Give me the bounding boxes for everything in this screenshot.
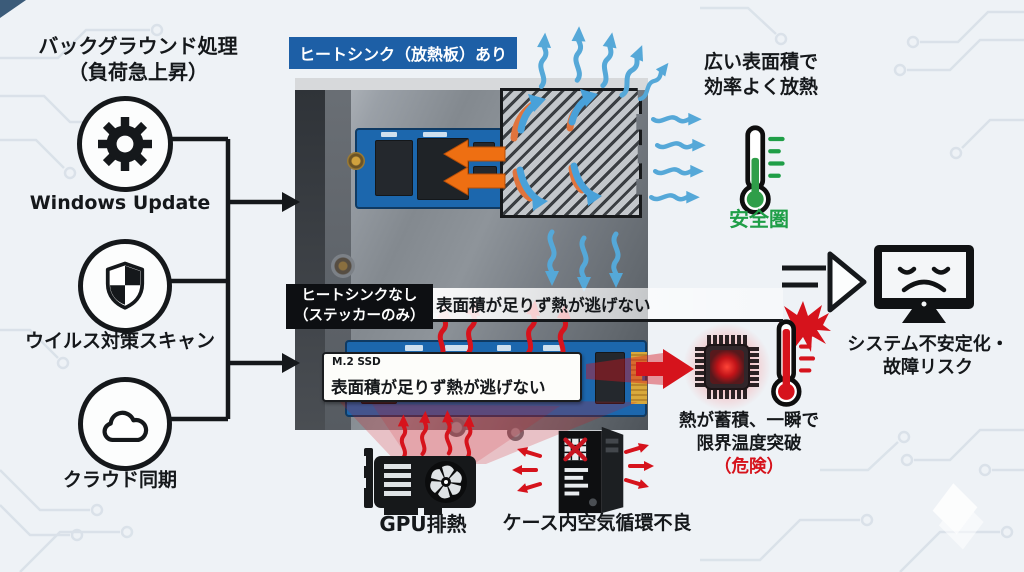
burst-icon	[775, 301, 831, 352]
heat-dissipation-benefit: 広い表面積で 効率よく放熱	[686, 50, 836, 99]
heat-transfer-arrow-icon	[443, 139, 506, 196]
overheated-chip-icon	[683, 323, 771, 411]
heat-accumulation-text: 熱が蓄積、一瞬で 限界温度突破 （危険）	[652, 410, 846, 478]
screw	[331, 254, 355, 278]
no-heatsink-badge-line2: （ステッカーのみ）	[294, 307, 425, 324]
outcome-line2: 故障リスク	[883, 357, 973, 379]
result-arrow-icon	[782, 251, 867, 313]
cool-air-arrows	[534, 26, 705, 292]
no-heatsink-caption: 表面積が足りず熱が逃げない	[430, 288, 783, 322]
cloud-icon	[102, 410, 149, 443]
windows-update-label: Windows Update	[29, 192, 211, 214]
case-airflow-label: ケース内空気循環不良	[502, 512, 692, 534]
result-line3-danger: （危険）	[714, 456, 784, 477]
left-panel-title: バックグラウンド処理 （負荷急上昇）	[8, 33, 268, 85]
left-title-line2: （負荷急上昇）	[68, 60, 208, 84]
gpu-heat-cone	[336, 398, 638, 464]
screw	[507, 424, 524, 441]
danger-thermometer-icon	[771, 319, 816, 407]
gpu-card-icon	[362, 448, 476, 515]
safe-zone-label: 安全圏	[729, 207, 789, 231]
virus-scan-label: ウイルス対策スキャン	[24, 330, 215, 352]
ssd-sticker-label: M.2 SSD 表面積が足りず熱が逃げない	[322, 352, 582, 402]
panel-top-strip	[295, 78, 648, 90]
sad-computer-icon	[874, 245, 974, 323]
heat-arrow-icon	[636, 349, 694, 389]
heatsink-airflow-arrows	[510, 94, 596, 204]
flow-arrowhead-icon	[282, 353, 300, 373]
shield-icon	[105, 261, 145, 310]
cloud-sync-circle	[78, 377, 172, 471]
heatsink-badge: ヒートシンク（放熱板）あり	[289, 37, 518, 69]
flow-connector-lines	[160, 136, 282, 422]
panel-edge-column	[295, 78, 325, 430]
no-heatsink-badge: ヒートシンクなし （ステッカーのみ）	[286, 284, 433, 330]
system-risk-label: システム不安定化・ 故障リスク	[836, 333, 1020, 380]
gear-icon	[98, 117, 152, 171]
virus-scan-circle	[78, 239, 172, 333]
left-title-line1: バックグラウンド処理	[38, 34, 238, 58]
ssd-sticker-title: M.2 SSD	[332, 356, 381, 368]
benefit-line2: 効率よく放熱	[703, 75, 818, 98]
result-line2: 限界温度突破	[696, 433, 802, 454]
benefit-line1: 広い表面積で	[703, 51, 818, 73]
safe-thermometer-icon	[739, 125, 785, 215]
flow-arrowhead-icon	[282, 192, 300, 212]
screw	[447, 418, 466, 437]
windows-update-circle	[77, 96, 173, 192]
no-heatsink-badge-line1: ヒートシンクなし	[301, 288, 418, 304]
outcome-line1: システム不安定化・	[847, 334, 1009, 355]
result-line1: 熱が蓄積、一瞬で	[679, 411, 819, 431]
cloud-sync-label: クラウド同期	[62, 469, 177, 491]
heat-beam	[586, 353, 663, 385]
gpu-heat-label: GPU排熱	[379, 512, 467, 536]
ssd-screw	[347, 152, 365, 170]
ssd-sticker-text: 表面積が足りず熱が逃げない	[331, 378, 546, 397]
pc-case-icon	[558, 426, 624, 514]
